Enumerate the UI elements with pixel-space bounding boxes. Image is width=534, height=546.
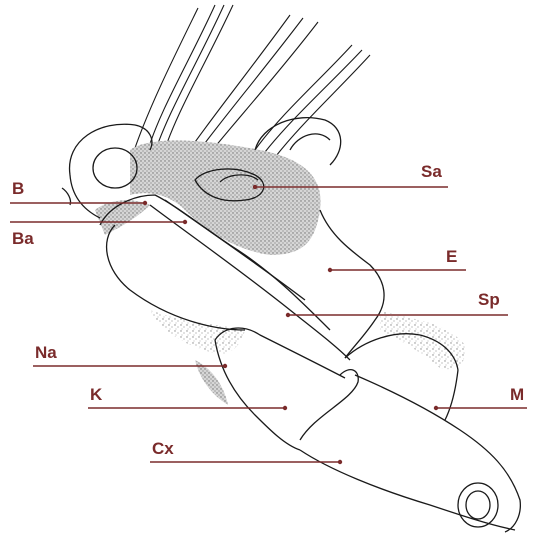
upper-stippled-region [130,141,321,255]
left-stippled-region [95,200,150,235]
label-ba: Ba [12,230,34,247]
label-e: E [446,248,457,265]
label-k: K [90,386,102,403]
label-na: Na [35,344,57,361]
label-sp: Sp [478,291,500,308]
label-m: M [510,386,524,403]
label-cx: Cx [152,440,174,457]
label-sa: Sa [421,163,442,180]
lower-left-stippled-region [150,310,245,354]
right-stippled-region [380,310,465,369]
label-b: B [12,180,24,197]
tendon-strands [135,5,370,158]
